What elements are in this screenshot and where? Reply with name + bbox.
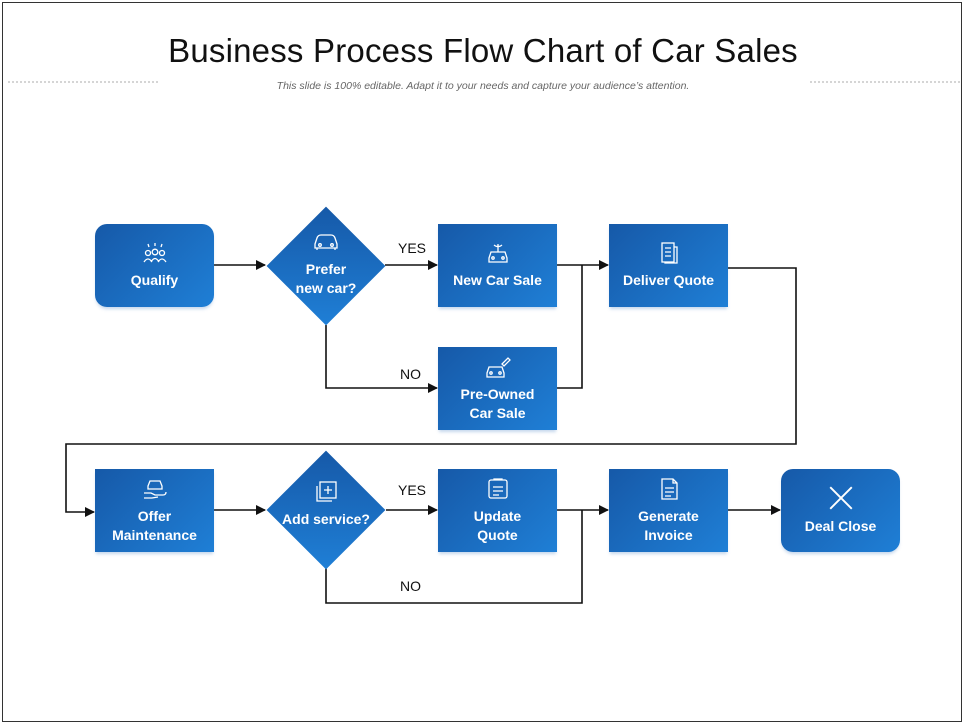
node-deliver-quote: Deliver Quote xyxy=(609,224,728,307)
car-icon xyxy=(314,234,338,250)
prefer-yes-label: YES xyxy=(398,240,427,256)
node-add-service-label: Add service? xyxy=(282,511,370,527)
edge-service-no xyxy=(325,510,583,604)
node-generate-invoice: Generate Invoice xyxy=(609,469,728,552)
service-yes-label: YES xyxy=(398,482,427,498)
page-subtitle: This slide is 100% editable. Adapt it to… xyxy=(276,80,690,92)
edge-deliver-maintenance xyxy=(65,267,797,517)
node-offer-maintenance-label: Offer Maintenance xyxy=(112,507,197,543)
node-new-car-sale-label: New Car Sale xyxy=(453,272,542,288)
node-qualify: Qualify xyxy=(95,224,214,307)
clipboard-icon xyxy=(487,477,508,499)
add-square-icon xyxy=(316,481,337,502)
node-deal-close: Deal Close xyxy=(781,469,900,552)
document-icon xyxy=(660,242,678,264)
hand-car-icon xyxy=(143,479,167,499)
people-icon xyxy=(142,243,167,263)
gift-car-icon xyxy=(487,244,508,263)
node-offer-maintenance: Offer Maintenance xyxy=(95,469,214,552)
node-prefer-new-car-label: Prefer new car? xyxy=(295,261,357,296)
invoice-icon xyxy=(660,477,678,500)
node-generate-invoice-label: Generate Invoice xyxy=(638,507,699,543)
node-pre-owned-car-sale: Pre-Owned Car Sale xyxy=(438,347,557,430)
close-icon xyxy=(829,486,852,510)
node-update-quote: Update Quote xyxy=(438,469,557,552)
node-new-car-sale: New Car Sale xyxy=(438,224,557,307)
edge-preowned-merge xyxy=(557,265,583,389)
node-qualify-label: Qualify xyxy=(130,272,179,288)
node-update-quote-label: Update Quote xyxy=(473,507,522,543)
edge-prefer-no xyxy=(325,325,438,393)
page-title: Business Process Flow Chart of Car Sales xyxy=(168,32,798,69)
node-pre-owned-car-sale-label: Pre-Owned Car Sale xyxy=(460,385,535,421)
car-tag-icon xyxy=(485,356,511,378)
prefer-no-label: NO xyxy=(400,366,421,382)
node-deliver-quote-label: Deliver Quote xyxy=(622,272,715,288)
divider-left xyxy=(8,81,158,83)
divider-right xyxy=(810,81,960,83)
node-deal-close-label: Deal Close xyxy=(804,518,877,534)
service-no-label: NO xyxy=(400,578,421,594)
